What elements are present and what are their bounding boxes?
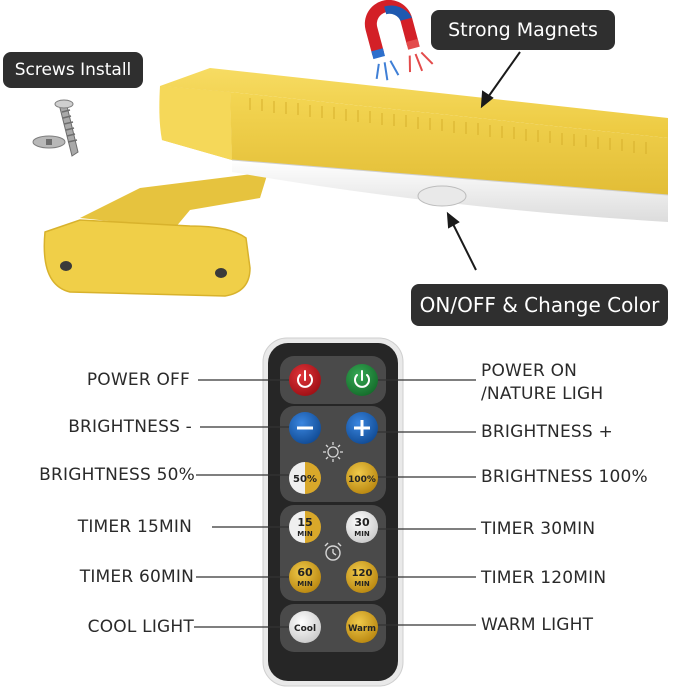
brightness-50-button[interactable]: 50% — [289, 462, 321, 494]
button-label: MIN — [297, 530, 313, 538]
screw-icon — [32, 99, 79, 157]
label-power-on-line1: POWER ON — [481, 361, 578, 381]
button-label: MIN — [297, 580, 313, 588]
cool-light-button[interactable]: Cool — [289, 611, 321, 643]
button-label: 120 — [352, 568, 373, 579]
mounting-bracket — [43, 172, 268, 297]
timer-15-button[interactable]: 15 MIN — [289, 511, 321, 543]
power-off-button[interactable] — [289, 364, 321, 396]
light-bar-illustration — [32, 0, 669, 297]
sun-icon — [323, 442, 343, 462]
screw-hole-left — [60, 261, 72, 271]
callout-text: ON/OFF & Change Color — [419, 293, 660, 317]
timer-60-button[interactable]: 60 MIN — [289, 561, 321, 593]
label-warm-light: WARM LIGHT — [481, 615, 594, 635]
warm-light-button[interactable]: Warm — [346, 611, 378, 643]
label-timer-120: TIMER 120MIN — [481, 568, 607, 588]
leader-lines — [194, 379, 476, 628]
callout-text: Strong Magnets — [448, 18, 598, 41]
callout-screws-install: Screws Install — [3, 52, 143, 88]
timer-120-button[interactable]: 120 MIN — [346, 561, 378, 593]
on-off-switch — [417, 185, 467, 207]
brightness-plus-button[interactable] — [346, 412, 378, 444]
label-power-on-line2: /NATURE LIGH — [481, 384, 604, 404]
magnet-icon — [364, 0, 434, 81]
light-bar-body — [159, 68, 669, 222]
remote-control: 50% 100% 15 MIN 30 MIN 60 MIN 120 MIN Co… — [194, 337, 476, 687]
timer-30-button[interactable]: 30 MIN — [346, 511, 378, 543]
button-label: 100% — [348, 475, 376, 485]
callout-arrows — [446, 51, 521, 271]
brightness-minus-button[interactable] — [289, 412, 321, 444]
screw-hole-right — [215, 268, 227, 278]
label-cool-light: COOL LIGHT — [87, 617, 194, 637]
brightness-100-button[interactable]: 100% — [346, 462, 378, 494]
label-timer-60: TIMER 60MIN — [79, 567, 194, 587]
button-label: 60 — [297, 566, 313, 579]
button-label: MIN — [354, 530, 370, 538]
power-icon — [354, 370, 370, 388]
label-brightness-50: BRIGHTNESS 50% — [39, 465, 195, 485]
alarm-clock-icon — [324, 542, 342, 561]
label-brightness-minus: BRIGHTNESS - — [68, 417, 192, 437]
callout-on-off-change-color: ON/OFF & Change Color — [411, 284, 668, 326]
button-label: Warm — [348, 624, 376, 634]
label-timer-30: TIMER 30MIN — [481, 519, 596, 539]
button-label: 30 — [354, 516, 370, 529]
power-icon — [297, 370, 313, 388]
plus-icon — [354, 420, 370, 436]
callout-strong-magnets: Strong Magnets — [431, 10, 615, 50]
label-timer-15: TIMER 15MIN — [77, 517, 192, 537]
label-power-off: POWER OFF — [86, 370, 190, 390]
button-label: 15 — [297, 516, 312, 529]
label-brightness-plus: BRIGHTNESS + — [481, 422, 613, 442]
callout-text: Screws Install — [14, 59, 132, 80]
button-label: 50% — [293, 474, 317, 485]
button-label: MIN — [354, 580, 370, 588]
power-on-button[interactable] — [346, 364, 378, 396]
label-brightness-100: BRIGHTNESS 100% — [481, 467, 648, 487]
button-label: Cool — [294, 624, 316, 634]
